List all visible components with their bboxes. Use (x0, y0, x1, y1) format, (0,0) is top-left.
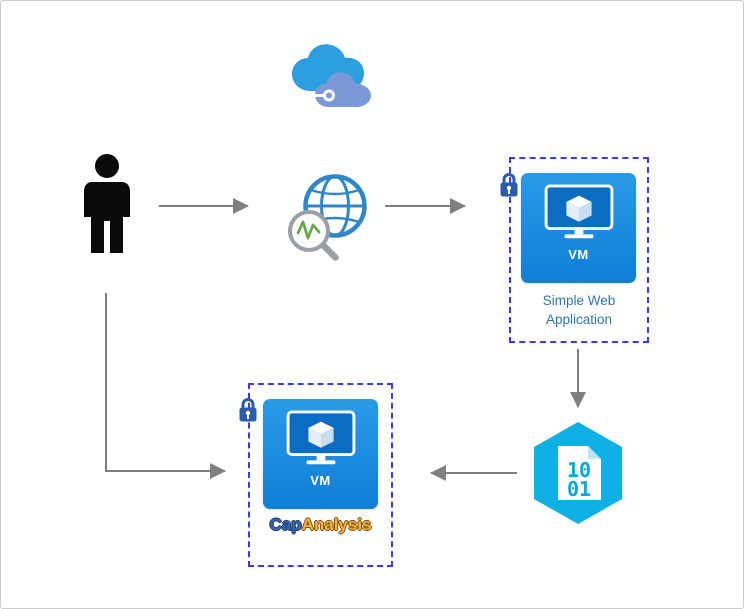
capanalysis-logo-cap: Cap (269, 515, 302, 534)
monitor-icon (286, 410, 355, 465)
pcap-digits-line1: 10 (567, 458, 591, 482)
arrow-user-to-capanalysis (105, 293, 226, 479)
webapp-caption: Simple Web Application (542, 293, 616, 327)
vm-label: VM (310, 473, 331, 488)
monitor-icon (544, 184, 613, 239)
pcap-file-icon: 10 01 (534, 422, 622, 524)
webapp-vm-icon: VM (521, 173, 636, 283)
cloud-icon (292, 44, 371, 107)
capanalysis-vm-icon: VM (263, 399, 378, 509)
lock-icon (239, 398, 257, 422)
vm-label: VM (568, 247, 589, 262)
capanalysis-security-boundary: VM CapAnalysis (248, 383, 393, 567)
lock-icon (500, 173, 518, 197)
user-icon (84, 154, 130, 253)
pcap-digits-line2: 01 (567, 477, 591, 501)
webapp-security-boundary: VM Simple Web Application (509, 157, 649, 343)
capanalysis-logo: CapAnalysis (250, 515, 391, 535)
capanalysis-logo-analysis: Analysis (301, 515, 372, 534)
globe-search-icon (288, 174, 367, 261)
